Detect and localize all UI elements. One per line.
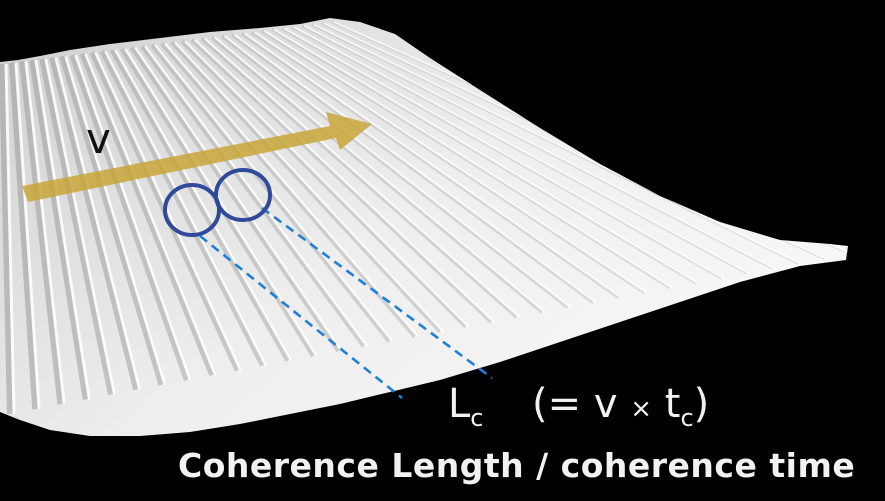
- ridge-highlight: [263, 30, 674, 289]
- ridge-highlight: [303, 25, 776, 270]
- ridge-highlight: [34, 59, 91, 400]
- ridge-shadow: [0, 63, 13, 415]
- ridge-highlight: [174, 41, 445, 333]
- ridge-shadow: [49, 56, 139, 391]
- ridge-highlight: [44, 58, 116, 395]
- ridge-shadow: [251, 30, 646, 295]
- ridge-shadow: [210, 35, 544, 314]
- ridge-highlight: [134, 46, 343, 352]
- ridge-highlight: [234, 33, 597, 304]
- ridge-shadow: [230, 33, 595, 304]
- ridge-shadow: [140, 44, 366, 348]
- ridge-shadow: [220, 34, 569, 309]
- ridge-highlight: [74, 54, 192, 381]
- ridge-highlight: [214, 36, 546, 313]
- caption: Coherence Length / coherence time: [178, 446, 856, 485]
- formula-times: ×: [630, 394, 653, 424]
- ridge-highlight: [253, 31, 648, 294]
- ridge-highlight: [293, 26, 750, 275]
- ridge-shadow: [271, 28, 697, 285]
- projection-line-right: [261, 206, 493, 380]
- ridge-shadow: [69, 54, 190, 381]
- ridge-shadow: [170, 40, 442, 334]
- surface-sheet: [0, 18, 848, 436]
- ridge-shadow: [200, 37, 518, 319]
- ridge-shadow: [160, 42, 417, 338]
- ridge-shadow: [59, 55, 164, 386]
- ridge-highlight: [4, 63, 16, 415]
- ridge-shadow: [39, 58, 114, 396]
- ridge-shadow: [79, 52, 215, 377]
- formula-close: ): [693, 381, 710, 427]
- ridge-highlight: [64, 55, 167, 386]
- ridge-highlight: [184, 40, 470, 328]
- ridge-highlight: [104, 50, 267, 367]
- ridge-highlight: [144, 45, 369, 347]
- coherence-formula: (= v × tc): [532, 384, 709, 430]
- ridge-highlight: [283, 27, 725, 279]
- ridge-highlight: [313, 23, 801, 265]
- ridge-shadow: [281, 27, 723, 280]
- ridge-highlight: [24, 61, 66, 405]
- projection-line-left: [199, 234, 403, 400]
- ridge-shadow: [301, 24, 774, 270]
- ridge-shadow: [190, 38, 493, 324]
- ridge-shadow: [311, 23, 800, 265]
- ridge-highlight: [204, 37, 521, 318]
- ridge-shadow: [29, 59, 89, 400]
- ridge-shadow: [291, 25, 748, 275]
- lc-subscript: c: [470, 404, 484, 432]
- ridge-shadow: [99, 50, 265, 367]
- ridge-highlight: [114, 49, 293, 362]
- velocity-arrow: [22, 112, 372, 202]
- ridge-shadow: [19, 61, 64, 405]
- ridge-highlight: [14, 62, 41, 410]
- surface-ridges: [0, 20, 848, 415]
- formula-subscript: c: [680, 404, 694, 432]
- ridge-highlight: [243, 32, 623, 299]
- formula-open: (= v: [532, 381, 631, 427]
- coherence-rings: [163, 168, 272, 237]
- ridge-shadow: [9, 62, 39, 410]
- ridge-highlight: [54, 57, 142, 391]
- ridge-shadow: [180, 39, 468, 329]
- ridge-highlight: [194, 39, 495, 323]
- ridge-shadow: [261, 29, 671, 290]
- formula-t: t: [652, 381, 681, 427]
- lc-symbol: L: [448, 381, 471, 427]
- projection-lines: [199, 206, 493, 400]
- ridge-highlight: [273, 28, 699, 284]
- velocity-label: v: [86, 114, 111, 163]
- ridge-highlight: [94, 52, 242, 371]
- coherence-length-label: Lc: [448, 384, 484, 430]
- ridge-shadow: [130, 46, 341, 353]
- ridge-highlight: [164, 42, 419, 338]
- coherence-ring-right: [214, 168, 272, 222]
- ridge-shadow: [240, 32, 620, 300]
- ridge-highlight: [224, 35, 572, 309]
- ridge-shadow: [109, 48, 290, 362]
- ridge-highlight: [84, 53, 217, 376]
- ridge-highlight: [154, 44, 394, 342]
